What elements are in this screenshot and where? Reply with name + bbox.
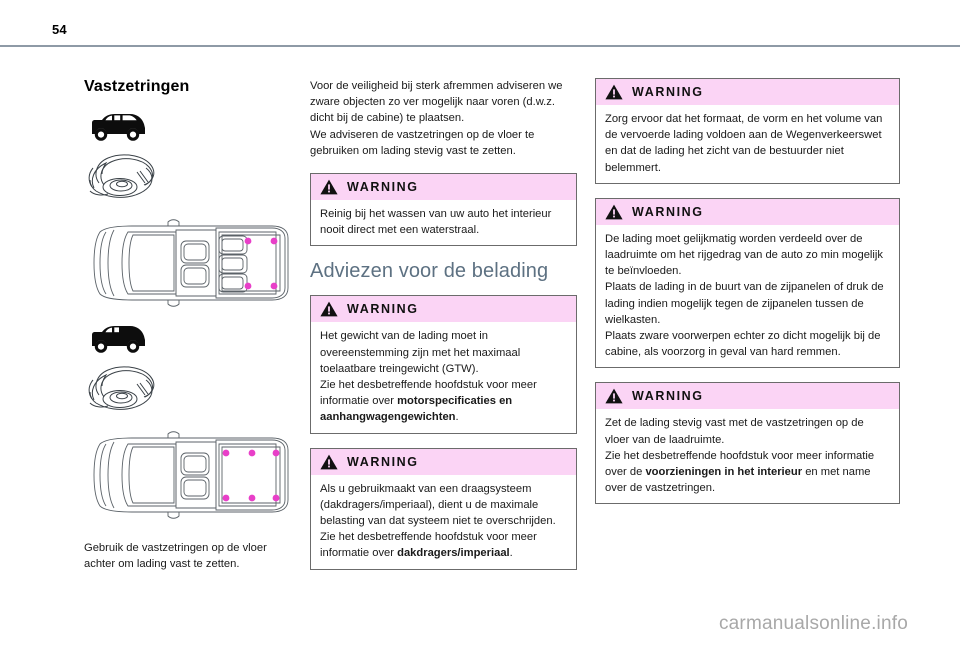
warning-box-load-dimensions: WARNING Zorg ervoor dat het formaat, de … xyxy=(595,78,900,184)
warning-box-cleaning: WARNING Reinig bij het wassen van uw aut… xyxy=(310,173,577,247)
lashing-point xyxy=(222,449,230,457)
figure-crew-van xyxy=(84,110,298,318)
crew-van-side-view-icon xyxy=(92,114,145,141)
warning-label: WARNING xyxy=(347,180,419,195)
warning-box-secure-load: WARNING Zet de lading stevig vast met de… xyxy=(595,382,900,505)
warning-text-part1: Als u gebruikmaakt van een draagsysteem … xyxy=(320,482,556,560)
lashing-point xyxy=(248,494,256,502)
lashing-point xyxy=(270,282,278,290)
warning-triangle-icon xyxy=(320,302,338,317)
warning-box-roof-rack: WARNING Als u gebruikmaakt van een draag… xyxy=(310,447,577,570)
warning-label: WARNING xyxy=(632,389,704,404)
warning-text: Zet de lading stevig vast met de vastzet… xyxy=(596,409,899,503)
column-right: WARNING Zorg ervoor dat het formaat, de … xyxy=(595,78,960,584)
warning-text-part1: Het gewicht van de lading moet in overee… xyxy=(320,330,537,408)
crew-van-top-view xyxy=(93,219,289,307)
page-number: 54 xyxy=(52,22,67,37)
section-title-loading-advice: Adviezen voor de belading xyxy=(310,260,549,283)
warning-header: WARNING xyxy=(311,296,576,323)
lashing-point xyxy=(272,494,280,502)
page-title: Vastzetringen xyxy=(84,78,190,95)
warning-text-part2: en met name over de vastzetringen. xyxy=(605,466,871,495)
warning-box-load-distribution: WARNING De lading moet gelijkmatig worde… xyxy=(595,197,900,369)
page-columns: Vastzetringen xyxy=(0,78,960,584)
warning-label: WARNING xyxy=(632,204,704,219)
header-divider xyxy=(0,45,960,47)
warning-text-part1: Zet de lading stevig vast met de vastzet… xyxy=(605,417,875,479)
panel-van-top-view xyxy=(93,431,289,519)
column-left: Vastzetringen xyxy=(0,78,310,584)
lashing-point xyxy=(244,237,252,245)
warning-text-bold: dakdragers/imperiaal xyxy=(397,547,510,560)
warning-header: WARNING xyxy=(311,174,576,201)
warning-text: Het gewicht van de lading moet in overee… xyxy=(311,322,576,432)
figure-caption: Gebruik de vastzetringen op de vloer ach… xyxy=(84,542,267,571)
warning-label: WARNING xyxy=(632,85,704,99)
warning-header: WARNING xyxy=(596,198,899,225)
warning-text-part2: . xyxy=(509,547,513,560)
warning-text: Als u gebruikmaakt van een draagsysteem … xyxy=(311,475,576,569)
site-watermark: carmanualsonline.info xyxy=(718,613,908,634)
lashing-ring-detail-icon xyxy=(88,366,155,410)
warning-triangle-icon xyxy=(605,204,623,220)
lashing-point xyxy=(244,282,252,290)
warning-text: Reinig bij het wassen van uw auto het in… xyxy=(320,208,552,237)
warning-box-load-weight: WARNING Het gewicht van de lading moet i… xyxy=(310,295,577,434)
warning-text: De lading moet gelijkmatig worden verdee… xyxy=(605,232,884,359)
warning-text: Zorg ervoor dat het formaat, de vorm en … xyxy=(605,113,883,174)
intro-paragraph: Voor de veiligheid bij sterk afremmen ad… xyxy=(310,80,563,157)
warning-header: WARNING xyxy=(596,383,899,410)
warning-triangle-icon xyxy=(320,179,338,195)
lashing-ring-detail-icon xyxy=(88,154,155,198)
lashing-point xyxy=(248,449,256,457)
warning-text-part2: . xyxy=(455,411,459,424)
lashing-point xyxy=(270,237,278,245)
warning-triangle-icon xyxy=(320,454,338,470)
warning-text-bold: voorzieningen in het interieur xyxy=(645,466,803,479)
warning-label: WARNING xyxy=(347,454,419,469)
lashing-point xyxy=(272,449,280,457)
warning-header: WARNING xyxy=(596,79,899,105)
warning-triangle-icon xyxy=(605,84,623,100)
lashing-point xyxy=(222,494,230,502)
column-middle: Voor de veiligheid bij sterk afremmen ad… xyxy=(310,78,595,584)
warning-header: WARNING xyxy=(311,448,576,475)
figure-panel-van xyxy=(84,322,298,530)
warning-label: WARNING xyxy=(347,302,419,317)
warning-triangle-icon xyxy=(605,389,623,404)
panel-van-side-view-icon xyxy=(92,326,145,353)
warning-text-bold: motorspecificaties en aanhangwagengewich… xyxy=(320,395,513,424)
